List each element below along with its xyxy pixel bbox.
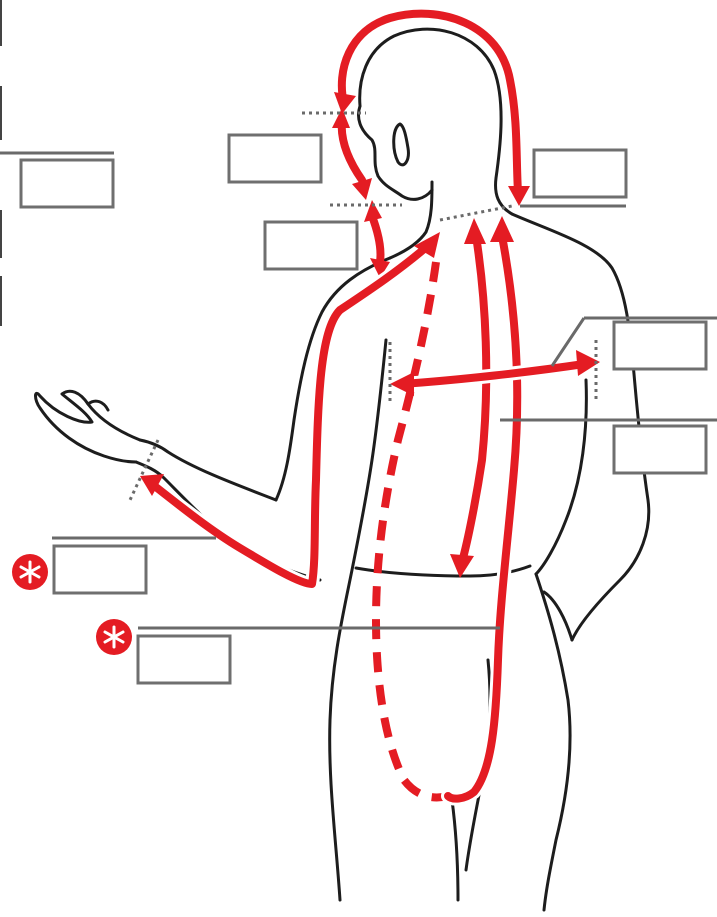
- ear-outline: [394, 124, 409, 165]
- forehead-path: [342, 120, 362, 180]
- asterisk-icon: [96, 619, 132, 655]
- head-over-top-arrow-end: [508, 186, 530, 206]
- back-length-field-box[interactable]: [614, 426, 706, 473]
- forehead-arrow-top: [332, 108, 350, 128]
- chin-neck-path: [372, 216, 381, 262]
- hand-outline: [36, 391, 141, 462]
- guide-ticks: [130, 113, 596, 500]
- forehead-to-neck-field-box[interactable]: [265, 222, 357, 269]
- head-over-top-path: [342, 14, 518, 192]
- leg-split: [452, 800, 458, 900]
- chin-neck-arrow-top: [364, 200, 382, 222]
- crown-to-forehead-field-box[interactable]: [229, 135, 321, 182]
- left-side-field-box[interactable]: [21, 160, 113, 207]
- back-length-path: [462, 236, 486, 562]
- arm-length-field-box[interactable]: [54, 546, 146, 593]
- nape-to-hem-arrow-top: [490, 216, 514, 242]
- arm-length-path: [152, 244, 430, 584]
- right-arm-inner: [536, 380, 586, 574]
- head-outline: [360, 29, 512, 214]
- back-length-arrow-top: [464, 218, 486, 244]
- asterisk-icon: [12, 554, 48, 590]
- head-over-top-field-box[interactable]: [534, 150, 626, 197]
- measurement-fields: [21, 135, 706, 683]
- shoulder-width-field-box[interactable]: [614, 322, 706, 369]
- shoulder-width-arrow-left: [390, 372, 414, 396]
- forehead-arrow-bottom: [352, 178, 372, 200]
- neck-to-hem-field-box[interactable]: [138, 636, 230, 683]
